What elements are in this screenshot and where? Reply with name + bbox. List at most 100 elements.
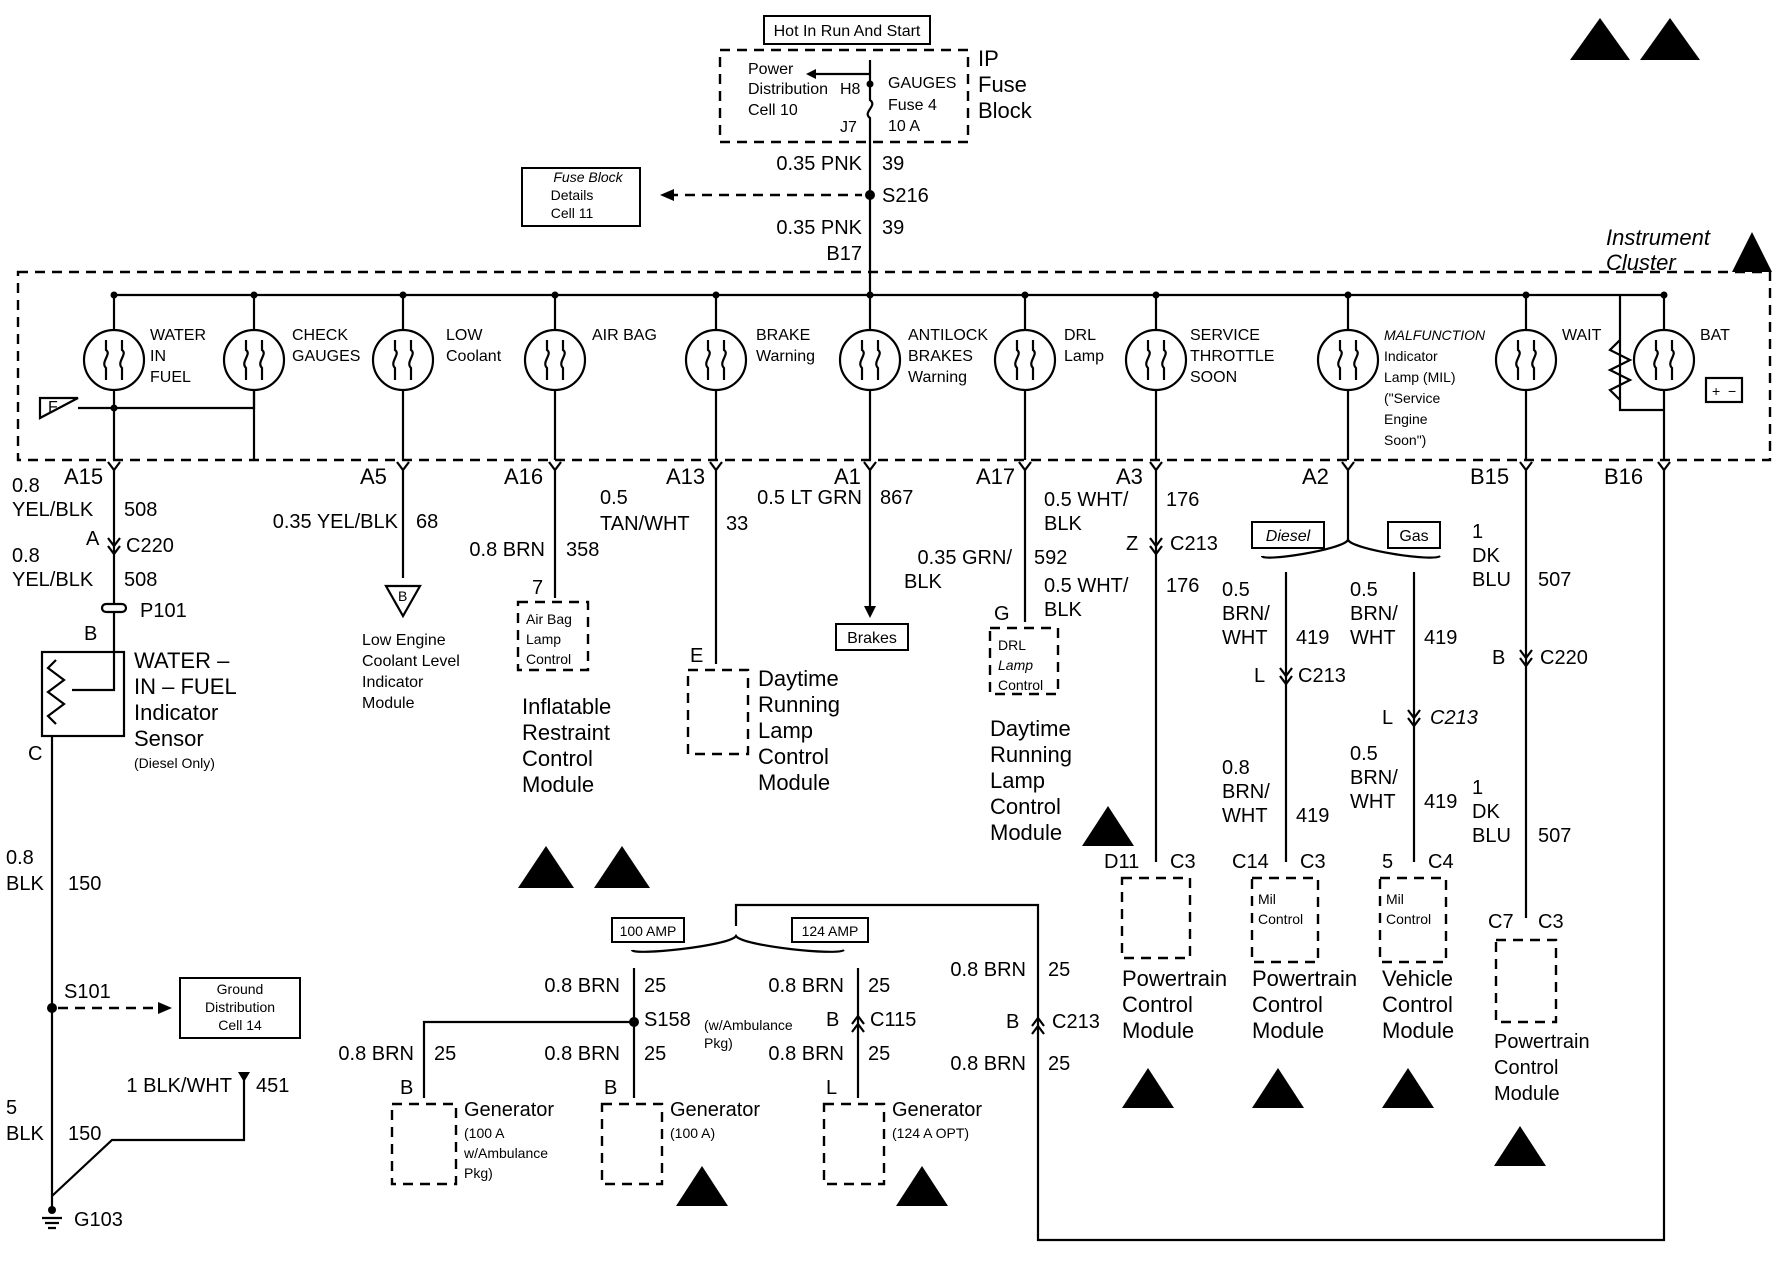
a5-tag: [384, 584, 422, 619]
wire-pnk-1: 0.35 PNK: [776, 153, 862, 175]
a1-dest: Brakes: [847, 630, 897, 647]
indicator-bulb-icon: [993, 328, 1057, 392]
a2r-cconn: C4: [1428, 851, 1454, 873]
col-a17: 0.35 GRN/ BLK 592 G DRL Lamp Control Day…: [904, 468, 1072, 845]
sensor-1: WATER –: [134, 648, 230, 673]
a15-w2-color: YEL/BLK: [12, 569, 94, 591]
gen-n-d: 25: [868, 975, 890, 997]
cluster-pin-label: A3: [1116, 464, 1143, 489]
a17-module-3: Lamp: [990, 768, 1045, 793]
c213-label: C213: [1052, 1011, 1100, 1033]
esd-warning-icon: [518, 846, 574, 888]
cluster-pin-label: B16: [1604, 464, 1643, 489]
a3-cconn: C3: [1170, 851, 1196, 873]
a17-inner-2: Lamp: [998, 657, 1033, 673]
indicator-bulb-icon: [1316, 328, 1380, 392]
a2r-w2-2: BRN/: [1350, 767, 1398, 789]
a1-wire: 0.5 LT GRN: [757, 487, 862, 509]
a2l-c: C213: [1298, 665, 1346, 687]
a2l-w1-2: BRN/: [1222, 603, 1270, 625]
water-in-fuel-sensor: [40, 650, 126, 738]
a2l-pin: C14: [1232, 851, 1269, 873]
a17-module-2: Running: [990, 742, 1072, 767]
b15-w2n: 507: [1538, 825, 1571, 847]
a2r-pin: 5: [1382, 851, 1393, 873]
s158-label: S158: [644, 1009, 691, 1031]
gen1-pin: B: [400, 1077, 413, 1099]
a17-pin: G: [994, 603, 1010, 625]
lamp-label: BAT: [1700, 327, 1730, 344]
a3-w1-2: BLK: [1044, 513, 1082, 535]
a17-module-1: Daytime: [990, 716, 1071, 741]
a5-num: 68: [416, 511, 438, 533]
mil-control-left: [1250, 876, 1320, 964]
a2l-w2-2: BRN/: [1222, 781, 1270, 803]
a15-w2-gauge: 0.8: [12, 545, 40, 567]
brakes-box: [835, 623, 909, 651]
b15-cconn: C3: [1538, 911, 1564, 933]
gen-n-a: 25: [644, 975, 666, 997]
lamp-label: LOW: [446, 327, 483, 344]
splice-s216-label: S216: [882, 185, 929, 207]
generator-100a-ambulance: [390, 1102, 458, 1186]
b15-module-2: Control: [1494, 1057, 1558, 1079]
amp124: 124 AMP: [802, 923, 859, 939]
pdc-label-3: Cell 10: [748, 102, 798, 119]
esd-warning-icon: [1122, 1068, 1174, 1108]
c115-label: C115: [870, 1009, 916, 1031]
a2r-w2-3: WHT: [1350, 791, 1396, 813]
gen3-title: Generator: [892, 1099, 982, 1121]
cluster-outline: [16, 270, 1772, 462]
esd-symbols: [518, 18, 1772, 1206]
a13-module-3: Lamp: [758, 718, 813, 743]
a2r-n1: 419: [1424, 627, 1457, 649]
a2l-n2: 419: [1296, 805, 1329, 827]
cluster-pin-label: A2: [1302, 464, 1329, 489]
lamp-label: AIR BAG: [592, 327, 657, 344]
a16-pin: 7: [532, 577, 543, 599]
b15-w2-1: 1: [1472, 777, 1483, 799]
lamp-label: Coolant: [446, 348, 502, 365]
a2l-conn: L: [1254, 665, 1265, 687]
a2r-inner-1: Mil: [1386, 891, 1404, 907]
cluster-pin-label: A16: [504, 464, 543, 489]
a15-w4: 1 BLK/WHT: [126, 1075, 232, 1097]
indicator-bulb-icon: [1494, 328, 1558, 392]
esd-warning-icon: [1082, 806, 1134, 846]
a15-w5-color: BLK: [6, 1123, 44, 1145]
lamp-label: CHECK: [292, 327, 348, 344]
lamp-label: MALFUNCTION: [1384, 327, 1486, 343]
a1-num: 867: [880, 487, 913, 509]
gen1-note-3: Pkg): [464, 1165, 493, 1181]
a2r-module-1: Vehicle: [1382, 966, 1453, 991]
indicator-bulb-icon: [523, 328, 587, 392]
a2l-module-1: Powertrain: [1252, 966, 1357, 991]
a2r-w1-2: BRN/: [1350, 603, 1398, 625]
gauges-fuse-3: 10 A: [888, 118, 920, 135]
pcm-b15-outline: [1494, 938, 1558, 1024]
col-a13: 0.5 TAN/WHT 33 E Daytime Running Lamp Co…: [600, 468, 840, 795]
ip-fuse-block-outline: [718, 48, 970, 144]
gen1-title: Generator: [464, 1099, 554, 1121]
indicator-bulb-icon: [1632, 328, 1696, 392]
p101-connector: [100, 602, 128, 614]
lamp-label: Lamp (MIL): [1384, 369, 1456, 385]
splice-s216: [865, 190, 875, 200]
a3-w2-2: BLK: [1044, 599, 1082, 621]
f-tag: [38, 396, 79, 420]
gen-n-e: 25: [868, 1043, 890, 1065]
fuse-details-box: [521, 167, 641, 227]
indicator-bulb-icon: [371, 328, 435, 392]
gen1-note-2: w/Ambulance: [463, 1145, 548, 1161]
a2-diesel: Diesel: [1266, 528, 1311, 545]
cluster-title-2: Cluster: [1606, 250, 1677, 275]
a3-conn: Z: [1126, 533, 1138, 555]
fuse-details-3: Cell 11: [551, 205, 594, 221]
a2l-module-2: Control: [1252, 992, 1323, 1017]
a15-w2-num: 508: [124, 569, 157, 591]
lamp-label: DRL: [1064, 327, 1096, 344]
a16-inner-3: Control: [526, 651, 571, 667]
wire-pnk-2-num: 39: [882, 217, 904, 239]
a2r-w1-1: 0.5: [1350, 579, 1378, 601]
